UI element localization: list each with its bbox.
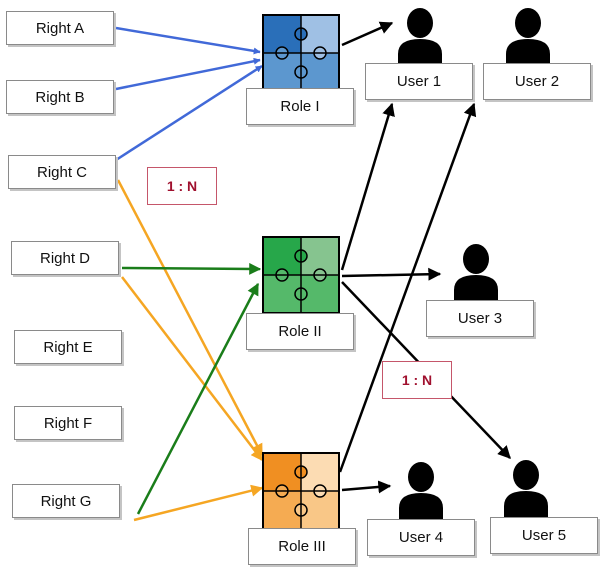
ratio-box-rights-roles: 1 : N — [147, 167, 217, 205]
role-3-box: Role III — [248, 528, 356, 565]
user-1-person-icon — [398, 8, 442, 66]
right-a-box: Right A — [6, 11, 114, 45]
role-1-puzzle-icon — [262, 14, 340, 92]
ratio-box-roles-users: 1 : N — [382, 361, 452, 399]
arrow-right-d-to-role-3 — [121, 276, 263, 461]
right-f-box: Right F — [14, 406, 122, 440]
right-c-box: Right C — [8, 155, 116, 189]
user-2-person-icon — [506, 8, 550, 66]
user-5-label: User 5 — [521, 527, 567, 544]
role-2-puzzle-icon — [262, 236, 340, 314]
arrow-role-3-to-user-4 — [341, 480, 392, 494]
role-2-label: Role II — [278, 323, 322, 340]
right-e-box: Right E — [14, 330, 122, 364]
arrow-role-2-to-user-3 — [341, 267, 442, 281]
right-e-label: Right E — [43, 338, 93, 356]
user-4-box: User 4 — [367, 519, 475, 556]
user-4-label: User 4 — [398, 529, 444, 546]
arrow-right-c-to-role-1 — [115, 64, 263, 162]
arrow-right-g-to-role-3 — [133, 484, 264, 522]
user-3-person-icon — [454, 244, 498, 302]
arrow-right-a-to-role-1 — [115, 26, 261, 55]
right-b-label: Right B — [35, 88, 85, 106]
user-3-label: User 3 — [457, 310, 503, 327]
arrow-role-3-to-user-2 — [338, 102, 477, 473]
right-a-label: Right A — [35, 19, 85, 37]
arrow-right-g-to-role-2 — [136, 282, 260, 515]
ratio-label-rights-roles: 1 : N — [166, 178, 198, 194]
right-g-box: Right G — [12, 484, 120, 518]
right-d-box: Right D — [11, 241, 119, 275]
role-1-label: Role I — [280, 98, 320, 115]
user-5-person-icon — [504, 460, 548, 518]
ratio-label-roles-users: 1 : N — [401, 372, 433, 388]
role-3-puzzle-icon — [262, 452, 340, 530]
right-c-label: Right C — [36, 163, 88, 181]
user-2-box: User 2 — [483, 63, 591, 100]
arrow-right-d-to-role-2 — [121, 262, 262, 275]
role-3-label: Role III — [278, 538, 326, 555]
right-g-label: Right G — [40, 492, 92, 510]
user-1-box: User 1 — [365, 63, 473, 100]
arrow-role-1-to-user-1 — [341, 21, 394, 47]
arrow-right-b-to-role-1 — [115, 57, 261, 91]
role-1-box: Role I — [246, 88, 354, 125]
right-f-label: Right F — [43, 414, 93, 432]
user-1-label: User 1 — [396, 73, 442, 90]
user-2-label: User 2 — [514, 73, 560, 90]
arrow-role-2-to-user-1 — [340, 102, 395, 271]
right-b-box: Right B — [6, 80, 114, 114]
right-d-label: Right D — [39, 249, 91, 267]
user-5-box: User 5 — [490, 517, 598, 554]
arrow-right-c-to-role-3 — [116, 179, 264, 457]
user-3-box: User 3 — [426, 300, 534, 337]
user-4-person-icon — [399, 462, 443, 520]
role-2-box: Role II — [246, 313, 354, 350]
